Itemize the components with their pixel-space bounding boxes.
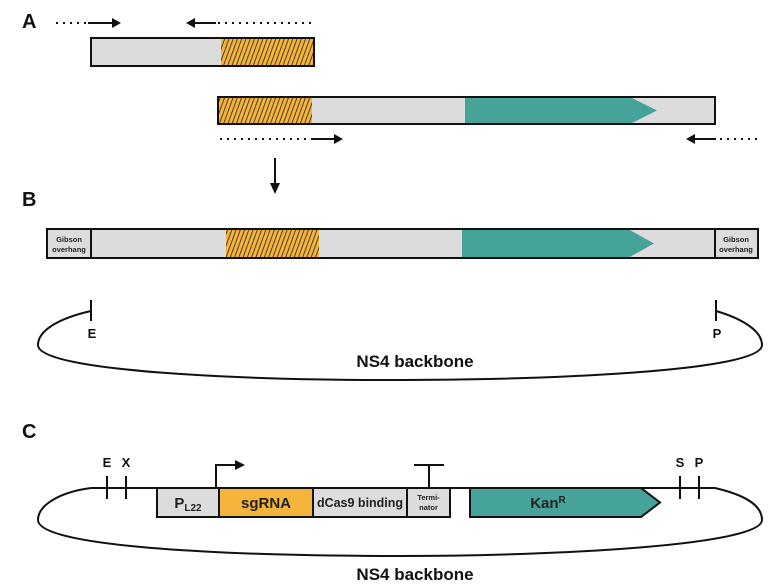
insert-overlap-hatched	[226, 229, 319, 258]
primer-reverse-a2	[686, 134, 757, 144]
kanr-gene: KanR	[469, 487, 662, 518]
site-label-x-c: X	[122, 455, 131, 470]
fragment-1-grey	[91, 38, 221, 66]
terminator-label-line1: Termi-	[417, 493, 440, 502]
gibson-overhang-left-line1: Gibson	[56, 235, 82, 244]
site-label-e-c: E	[103, 455, 112, 470]
dcas9-binding-part: dCas9 binding	[312, 487, 408, 518]
down-arrow	[270, 158, 280, 194]
sites-left: E X	[103, 455, 131, 499]
fragment-2-overlap-hatched	[218, 97, 312, 124]
gibson-overhang-left-line2: overhang	[52, 245, 86, 254]
assembled-insert: Gibson overhang Gibson overhang	[46, 228, 759, 259]
promoter-subscript: L22	[184, 503, 202, 514]
sgrna-part: sgRNA	[218, 487, 314, 518]
gibson-overhang-right-line1: Gibson	[723, 235, 749, 244]
site-label-p-b: P	[713, 326, 722, 341]
terminator-label-line2: nator	[419, 503, 438, 512]
site-label-s-c: S	[676, 455, 685, 470]
primer-forward-a2	[220, 134, 343, 144]
kanr-superscript: R	[559, 495, 567, 506]
fragment-1-overlap-hatched	[221, 38, 314, 66]
promoter-pl22: PL22	[156, 487, 220, 518]
fragment-1	[90, 37, 315, 67]
svg-text:PL22: PL22	[174, 495, 202, 514]
primer-forward-a1	[56, 18, 121, 28]
panel-label-b: B	[22, 189, 36, 211]
terminator-part: Termi- nator	[406, 487, 451, 518]
gibson-overhang-right-line2: overhang	[719, 245, 753, 254]
svg-text:KanR: KanR	[530, 495, 566, 512]
backbone-label-c: NS4 backbone	[356, 565, 473, 584]
dcas9-label: dCas9 binding	[317, 496, 403, 510]
panel-label-c: C	[22, 421, 36, 443]
sgrna-label: sgRNA	[241, 495, 291, 512]
primer-reverse-a1	[186, 18, 312, 28]
fragment-2	[217, 96, 716, 125]
site-label-p-c: P	[695, 455, 704, 470]
kanr-label: Kan	[530, 495, 558, 512]
site-label-e-b: E	[88, 326, 97, 341]
panel-label-a: A	[22, 11, 36, 33]
backbone-label-b: NS4 backbone	[356, 352, 473, 371]
plasmid-c	[36, 487, 764, 558]
gene-arrow-a	[465, 97, 657, 124]
sites-right: S P	[676, 455, 704, 499]
terminator-icon	[414, 464, 444, 488]
backbone-b: E P NS4 backbone	[36, 300, 764, 382]
gene-arrow-b	[462, 229, 654, 258]
promoter-arrow-icon	[215, 460, 245, 488]
promoter-label: P	[174, 495, 184, 512]
